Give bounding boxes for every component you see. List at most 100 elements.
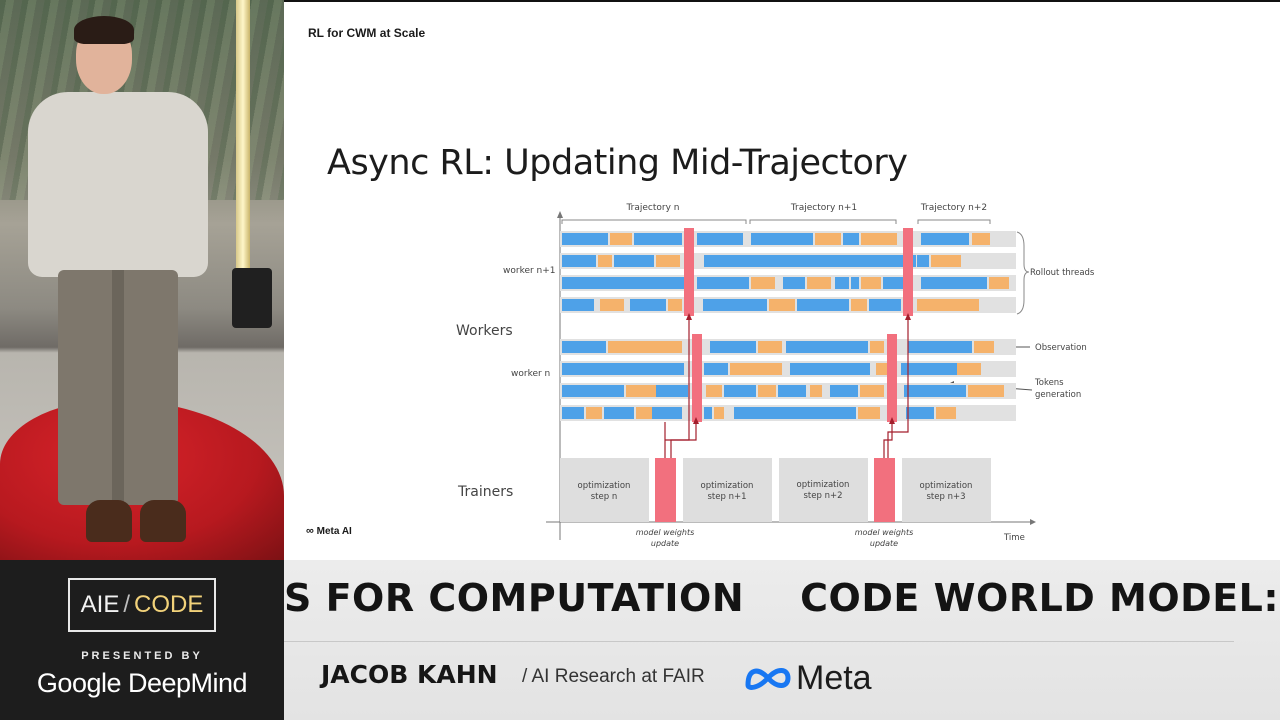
trajectory-n2-brace: [917, 219, 991, 224]
update-bar-lower: [887, 334, 897, 422]
token-generation-segment: [734, 407, 856, 419]
token-generation-segment: [634, 233, 682, 245]
y-axis-arrow-icon: [557, 211, 563, 218]
time-label: Time: [1003, 533, 1025, 543]
aie-logo-left: AIE: [80, 591, 120, 618]
aie-code-logo: AIE / CODE: [68, 578, 216, 632]
presented-by-label: PRESENTED BY: [81, 650, 203, 662]
slide-title: Async RL: Updating Mid-Trajectory: [327, 143, 908, 183]
observation-segment: [656, 255, 680, 267]
token-generation-segment: [703, 299, 767, 311]
token-generation-segment: [704, 255, 916, 267]
observation-segment: [936, 407, 956, 419]
token-generation-segment: [697, 233, 743, 245]
update-arrow: [670, 318, 690, 458]
meta-infinity-icon: ∞: [306, 525, 314, 537]
rollout-brace: [1016, 231, 1030, 315]
update-bar-upper: [903, 228, 913, 316]
model-update-block: [655, 458, 676, 522]
token-generation-segment: [704, 407, 712, 419]
speaker-shoe: [140, 500, 186, 542]
tokens-label: Tokens: [1034, 378, 1064, 388]
meta-ai-logo: ∞ Meta AI: [306, 525, 352, 537]
workers-section-label: Workers: [456, 323, 513, 339]
observation-segment: [860, 385, 884, 397]
observation-segment: [968, 385, 1004, 397]
optimization-step-label: step n+3: [926, 492, 965, 502]
aie-logo-right: CODE: [134, 591, 204, 618]
token-generation-segment: [797, 299, 849, 311]
token-generation-segment: [921, 233, 969, 245]
token-generation-segment: [901, 363, 957, 375]
stage-pillar: [236, 0, 250, 270]
speaker-torso: [28, 92, 208, 277]
event-branding: AIE / CODE PRESENTED BY Google DeepMind: [0, 560, 284, 720]
update-label: model weights: [636, 528, 695, 537]
observation-segment: [751, 277, 775, 289]
slide-header: RL for CWM at Scale: [308, 26, 426, 40]
update-arrow-icon: [686, 313, 692, 320]
optimization-step-block: [683, 458, 772, 522]
token-generation-segment: [697, 277, 749, 289]
token-generation-segment: [562, 277, 684, 289]
observation-segment: [972, 233, 990, 245]
update-arrow-icon: [905, 313, 911, 320]
token-generation-segment: [904, 385, 966, 397]
update-bar-upper: [684, 228, 694, 316]
token-generation-segment: [851, 277, 859, 289]
optimization-step-label: step n+1: [707, 492, 746, 502]
token-generation-segment: [783, 277, 805, 289]
trainer-blocks: optimization step n optimization step n+…: [560, 458, 991, 522]
observation-segment: [730, 363, 782, 375]
token-generation-segment: [614, 255, 654, 267]
marquee-segment: S FOR COMPUTATION: [284, 576, 745, 620]
token-generation-segment: [908, 341, 972, 353]
banner-divider: [284, 641, 1234, 642]
observation-segment: [815, 233, 841, 245]
time-axis-arrow-icon: [1030, 519, 1036, 525]
observation-segment: [989, 277, 1009, 289]
observation-segment: [870, 341, 884, 353]
observation-segment: [851, 299, 867, 311]
update-label: update: [870, 539, 898, 548]
token-generation-segment: [562, 341, 606, 353]
token-generation-segment: [869, 299, 901, 311]
logo-slash: /: [123, 591, 130, 618]
token-generation-segment: [562, 407, 584, 419]
speaker-hair: [74, 16, 134, 44]
rollout-threads-label: Rollout threads: [1030, 268, 1095, 278]
meta-infinity-icon: [745, 668, 791, 690]
optimization-step-label: optimization: [578, 481, 631, 491]
trajectory-label: Trajectory n+1: [790, 203, 857, 213]
optimization-step-label: optimization: [920, 481, 973, 491]
speaker-video: [0, 0, 284, 560]
observation-segment: [861, 277, 881, 289]
token-generation-segment: [710, 341, 756, 353]
trajectory-n1-brace: [749, 219, 897, 224]
tokens-label: generation: [1035, 390, 1081, 400]
observation-segment: [758, 341, 782, 353]
observation-segment: [598, 255, 612, 267]
meta-ai-logo-text: Meta AI: [316, 526, 352, 537]
observation-segment: [861, 233, 897, 245]
worker-label: worker n+1: [503, 266, 556, 276]
observation-segment: [610, 233, 632, 245]
optimization-step-label: step n+2: [803, 491, 842, 501]
update-arrow-icon: [889, 417, 895, 424]
token-generation-segment: [778, 385, 806, 397]
token-generation-segment: [751, 233, 813, 245]
trajectory-label: Trajectory n: [625, 203, 679, 213]
speaker-role: / AI Research at FAIR: [522, 666, 705, 687]
observation-segment: [586, 407, 602, 419]
optimization-step-label: optimization: [701, 481, 754, 491]
token-generation-segment: [652, 407, 682, 419]
token-generation-segment: [704, 363, 728, 375]
observation-segment: [974, 341, 994, 353]
speaker-shoe: [86, 500, 132, 542]
trajectory-n-brace: [561, 219, 747, 224]
weight-updates: [655, 228, 913, 522]
rollout-lanes: [560, 231, 1016, 421]
observation-segment: [858, 407, 880, 419]
observation-label: Observation: [1035, 343, 1087, 353]
observation-segment: [931, 255, 961, 267]
